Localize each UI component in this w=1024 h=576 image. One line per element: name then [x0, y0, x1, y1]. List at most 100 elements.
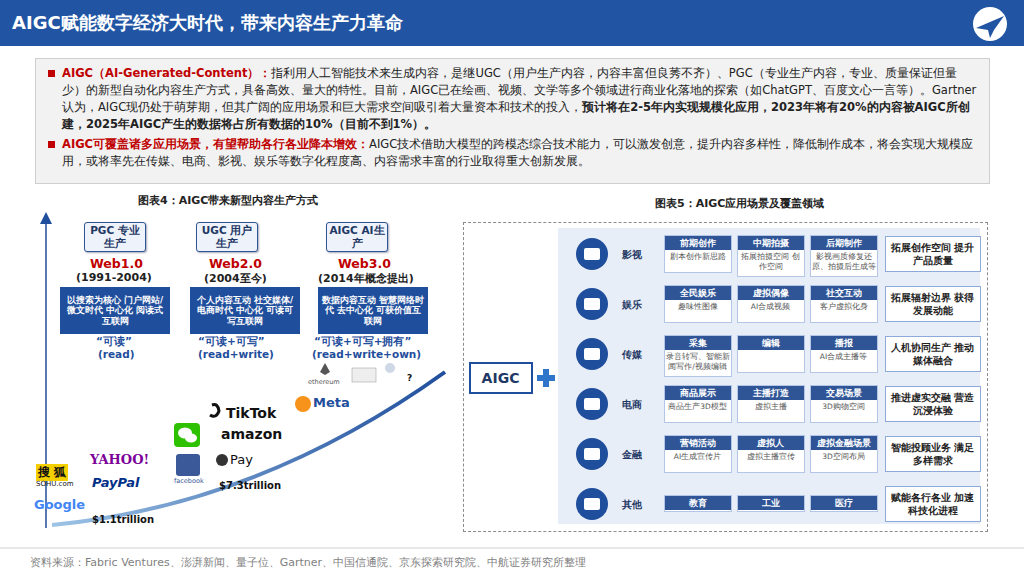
era-label: (read+write+own) — [312, 348, 421, 360]
text-wrap: 数据内容互动 智慧网络时代 去中心化 可获价值互联网 — [321, 295, 425, 327]
text-wrap: UGC 用户生产 — [197, 224, 257, 250]
node-note: 3D空间布局 — [811, 450, 877, 464]
scene-frame: AIGC 前期创作剧本创作新思路中期拍摄拓展拍摄空间 创作空间后期制作影视画质修复… — [463, 222, 988, 532]
node-heading: 人机协同生产 推动媒体融合 — [888, 341, 978, 367]
node-heading: 前期创作 — [665, 236, 731, 250]
row-icon-glyph — [584, 448, 600, 460]
node-note: AI合成主播等 — [811, 350, 877, 364]
node-note: 影视画质修复还原、拍摄后生成等 — [811, 250, 877, 274]
era-label: (1991-2004) — [76, 271, 152, 284]
scene-cell: 虚拟偶像AI合成视频 — [737, 285, 805, 323]
node-note: 商品生产3D模型 — [665, 400, 731, 414]
figure-caption: 图表5：AIGC应用场景及覆盖领域 — [655, 196, 824, 211]
category-label: 娱乐 — [622, 299, 642, 312]
node-heading: 虚拟人 — [738, 436, 804, 450]
scene-cell: 编辑 — [737, 335, 805, 373]
node-heading: 推进虚实交融 营造沉浸体验 — [888, 391, 978, 417]
scene-cell: 播报AI合成主播等 — [810, 335, 878, 373]
node-heading: 拓展辐射边界 获得发展动能 — [888, 291, 978, 317]
tiktok-icon — [210, 405, 219, 417]
logo-text: YAHOO! — [90, 452, 149, 467]
row-icon — [576, 388, 608, 420]
node-heading: 商品展示 — [665, 386, 731, 400]
node-note: AI合成视频 — [738, 300, 804, 314]
scene-cell: 虚拟人虚拟主播宣传 — [737, 435, 805, 473]
node-heading: 编辑 — [738, 336, 804, 350]
node-note: 虚拟主播 — [738, 400, 804, 414]
node-note: AI生成宣传片 — [665, 450, 731, 464]
node-heading: 全民娱乐 — [665, 286, 731, 300]
result-box: 推进虚实交融 营造沉浸体验 — [885, 386, 981, 422]
slide-title: AIGC赋能数字经济大时代，带来内容生产力革命 — [12, 11, 403, 35]
logo-text: $1.1trillion — [92, 514, 154, 525]
era-label: Web2.0 — [209, 256, 262, 271]
scene-cell: 主播打造虚拟主播 — [737, 385, 805, 423]
logo-text: 搜 狐 — [36, 464, 68, 481]
scene-cell: 社交互动客户虚拟化身 — [810, 285, 878, 323]
figure-caption: 图表4：AIGC带来新型内容生产方式 — [138, 193, 318, 208]
node-note: 虚拟主播宣传 — [738, 450, 804, 464]
node-heading: 拓展创作空间 提升产品质量 — [888, 241, 978, 267]
node-heading: 个人内容互动 社交媒体/电商时代 中心化 可读可写互联网 — [193, 295, 297, 327]
node-note: 拓展拍摄空间 创作空间 — [738, 250, 804, 274]
row-icon-glyph — [584, 298, 600, 310]
row-icon — [576, 338, 608, 370]
text-wrap: 拓展辐射边界 获得发展动能 — [888, 291, 978, 317]
node-note: 录音转写、智能新闻写作/视频编辑 — [665, 350, 731, 374]
result-box: 人机协同生产 推动媒体融合 — [885, 336, 981, 372]
logo-text: Google — [34, 497, 85, 512]
logo-text: Meta — [313, 395, 350, 410]
plus-sign — [537, 369, 555, 387]
era-label: (read) — [98, 348, 135, 360]
node-heading: 营销活动 — [665, 436, 731, 450]
node-heading: 采集 — [665, 336, 731, 350]
bitcoin-icon — [295, 396, 311, 412]
node-note: 客户虚拟化身 — [811, 300, 877, 314]
row-icon — [576, 438, 608, 470]
result-box: 拓展辐射边界 获得发展动能 — [885, 286, 981, 322]
logo-text: PayPal — [92, 475, 139, 490]
node-note: 剧本创作新思路 — [665, 250, 731, 264]
era-box: 数据内容互动 智慧网络时代 去中心化 可获价值互联网 — [318, 287, 428, 334]
node-heading: UGC 用户生产 — [197, 224, 257, 250]
row-icon-glyph — [584, 498, 600, 510]
footer-rule — [0, 548, 1024, 549]
scene-cell: 商品展示商品生产3D模型 — [664, 385, 732, 423]
paragraph-text: AIGC可覆盖诸多应用场景，有望帮助各行各业降本增效： — [62, 137, 369, 151]
eth-icon — [320, 363, 330, 375]
era-label: (2004至今) — [204, 271, 267, 286]
scene-cell: 教育 — [664, 495, 732, 512]
node-heading: 虚拟金融场景 — [811, 436, 877, 450]
logo-text: facebook — [174, 477, 204, 485]
logo-text: $7.3trillion — [219, 480, 281, 491]
text-wrap: 赋能各行各业 加速科技化进程 — [888, 491, 978, 517]
text-wrap: 以搜索为核心 门户网站/微文时代 中心化 阅读式互联网 — [63, 295, 167, 327]
logo-text: SOHU.com — [36, 480, 74, 488]
node-heading: 中期拍摄 — [738, 236, 804, 250]
logo-text: Pay — [230, 452, 253, 467]
bullet-square — [48, 70, 55, 77]
era-box: 以搜索为核心 门户网站/微文时代 中心化 阅读式互联网 — [60, 287, 170, 334]
node-heading: AIGC — [482, 370, 520, 386]
row-icon — [576, 288, 608, 320]
text-wrap: 个人内容互动 社交媒体/电商时代 中心化 可读可写互联网 — [193, 295, 297, 327]
text-panel: AIGC（AI-Generated-Content）：指利用人工智能技术来生成内… — [35, 58, 990, 184]
scene-cell: 后期制作影视画质修复还原、拍摄后生成等 — [810, 235, 878, 277]
producer-box: PGC 专业生产 — [84, 222, 146, 252]
category-label: 金融 — [622, 449, 642, 462]
era-label: Web3.0 — [338, 256, 391, 271]
category-label: 影视 — [622, 249, 642, 262]
node-heading: 数据内容互动 智慧网络时代 去中心化 可获价值互联网 — [321, 295, 425, 327]
text-wrap: 推进虚实交融 营造沉浸体验 — [888, 391, 978, 417]
era-label: “可读+可写” — [198, 335, 265, 349]
node-heading: 智能投顾业务 满足多样需求 — [888, 441, 978, 467]
node-heading: PGC 专业生产 — [85, 224, 145, 250]
era-label: (read+write) — [198, 348, 274, 360]
result-box: 赋能各行各业 加速科技化进程 — [885, 486, 981, 522]
result-box: 拓展创作空间 提升产品质量 — [885, 236, 981, 272]
apple-icon — [216, 454, 228, 466]
scene-cell: 营销活动AI生成宣传片 — [664, 435, 732, 473]
era-label: “可读+可写+拥有” — [314, 335, 411, 349]
era-label: Web1.0 — [90, 256, 143, 271]
text-wrap: PGC 专业生产 — [85, 224, 145, 250]
